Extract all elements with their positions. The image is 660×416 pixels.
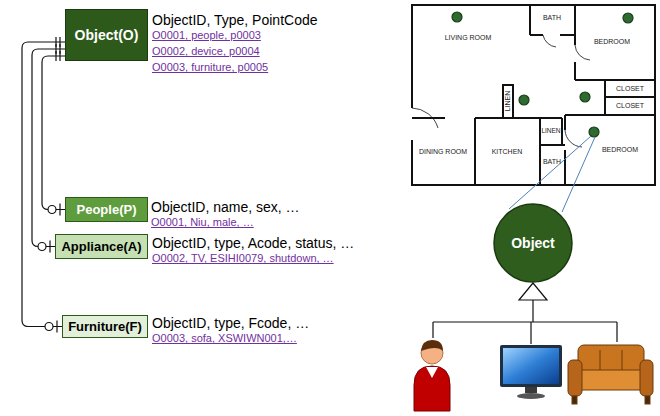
entity-box: People(P) xyxy=(65,197,148,222)
attribute-header: ObjectID, type, Fcode, … xyxy=(152,315,309,331)
room-label: BEDROOM xyxy=(602,146,638,154)
node-title: Object xyxy=(511,235,555,251)
one-bar xyxy=(59,37,60,47)
one-bar xyxy=(55,37,56,47)
attribute-row: O0002, TV, ESIHI0079, shutdown, … xyxy=(152,252,334,265)
person-icon xyxy=(414,340,450,411)
room-label: BEDROOM xyxy=(594,38,630,46)
room-label: LINEN xyxy=(504,91,512,112)
class-circle: Object xyxy=(493,203,573,283)
attribute-header: ObjectID, Type, PointCode xyxy=(152,12,318,28)
node-title: Furniture(F) xyxy=(68,319,142,334)
attribute-header: ObjectID, type, Acode, status, … xyxy=(152,235,354,251)
room-label: CLOSET xyxy=(616,102,644,110)
circle-shape xyxy=(494,204,572,282)
attribute-row: O0002, device, p0004 xyxy=(152,45,260,58)
one-bar xyxy=(49,241,50,253)
entity-box: Furniture(F) xyxy=(62,315,148,338)
room-label: BATH xyxy=(543,14,561,22)
node-title: People(P) xyxy=(77,202,137,217)
connector-line xyxy=(32,49,65,247)
room-label: DINING ROOM xyxy=(419,148,467,156)
zero-ring xyxy=(48,206,56,214)
inheritance-tree xyxy=(433,283,617,344)
room-label: LINEN xyxy=(541,127,560,134)
floor-plan xyxy=(412,5,655,185)
connector-line xyxy=(42,56,65,210)
attribute-row: O0003, sofa, XSWIWN001,… xyxy=(152,332,297,345)
connector-line xyxy=(22,42,65,327)
sofa-icon xyxy=(568,345,653,404)
room-label: CLOSET xyxy=(616,85,644,93)
one-bar xyxy=(56,321,57,333)
entity-box: Object(O) xyxy=(65,9,148,61)
entity-box: Appliance(A) xyxy=(55,234,148,259)
relation-connector xyxy=(22,37,65,333)
relation-connector xyxy=(32,44,65,253)
tv-icon xyxy=(500,345,562,399)
attribute-row: O0003, furniture, p0005 xyxy=(152,61,268,74)
room-label: LIVING ROOM xyxy=(445,34,492,42)
zero-ring xyxy=(38,243,46,251)
room-label: KITCHEN xyxy=(492,148,523,156)
attribute-row: O0001, people, p0003 xyxy=(152,29,261,42)
leader-lines xyxy=(509,136,595,212)
one-bar xyxy=(59,204,60,216)
node-title: Object(O) xyxy=(75,27,139,43)
attribute-header: ObjectID, name, sex, … xyxy=(151,199,300,215)
relation-connector xyxy=(42,51,65,216)
attribute-row: O0001, Niu, male, … xyxy=(151,216,254,229)
zero-ring xyxy=(45,323,53,331)
node-title: Appliance(A) xyxy=(61,239,141,254)
sensor-dots xyxy=(452,12,633,137)
room-label: BATH xyxy=(543,158,561,166)
